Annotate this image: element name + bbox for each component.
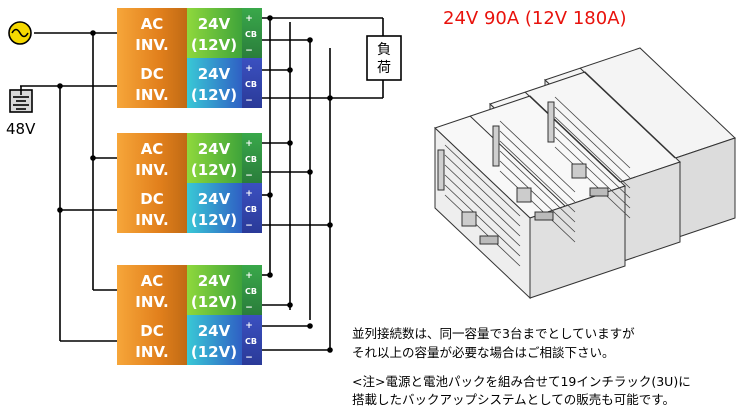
dc-inverter-2: DC INV.: [117, 183, 187, 233]
load-box: 負 荷: [366, 35, 402, 81]
dc-output-1-line2: (12V): [191, 86, 237, 104]
ac-inverter-1: AC INV.: [117, 8, 187, 58]
dc-output-1-line1: 24V: [198, 65, 231, 83]
dc-breaker-3-minus: −: [245, 353, 253, 363]
note-line-3: <注>電源と電池パックを組み合せて19インチラック(3U)に: [352, 374, 691, 389]
dc-output-3-line1: 24V: [198, 322, 231, 340]
ac-output-2: 24V (12V): [187, 133, 242, 183]
dc-inverter-1-line2: INV.: [135, 86, 169, 104]
ac-inverter-3-line1: AC: [141, 272, 164, 290]
ac-output-3-line1: 24V: [198, 272, 231, 290]
battery-icon: [9, 86, 33, 113]
dc-inverter-3-line1: DC: [140, 322, 163, 340]
battery-voltage-label: 48V: [6, 120, 36, 138]
rack-unit-illustration: [434, 47, 736, 300]
dc-output-3: 24V (12V): [187, 315, 242, 365]
junction-dots: [57, 15, 333, 353]
dc-inverter-3-line2: INV.: [135, 343, 169, 361]
ac-inverter-2-line1: AC: [141, 140, 164, 158]
ac-source-icon: [8, 21, 32, 45]
ac-output-1-line2: (12V): [191, 36, 237, 54]
ac-breaker-2-cb: CB: [245, 155, 257, 164]
ac-breaker-2: + CB −: [242, 133, 262, 183]
load-label-line2: 荷: [377, 60, 391, 76]
ac-inverter-2: AC INV.: [117, 133, 187, 183]
dc-inverter-1: DC INV.: [117, 58, 187, 108]
dc-breaker-2-cb: CB: [245, 205, 257, 214]
dc-inverter-1-line1: DC: [140, 65, 163, 83]
ac-breaker-3-cb: CB: [245, 287, 257, 296]
system-rating-title: 24V 90A (12V 180A): [443, 8, 627, 29]
ac-inverter-1-line1: AC: [141, 15, 164, 33]
ac-breaker-3-plus: +: [245, 271, 253, 281]
ac-breaker-1: + CB −: [242, 8, 262, 58]
dc-breaker-2: + CB −: [242, 183, 262, 233]
dc-breaker-2-plus: +: [245, 189, 253, 199]
dc-breaker-3-cb: CB: [245, 337, 257, 346]
dc-inverter-3: DC INV.: [117, 315, 187, 365]
ac-inverter-3: AC INV.: [117, 265, 187, 315]
dc-breaker-1-plus: +: [245, 64, 253, 74]
dc-output-3-line2: (12V): [191, 343, 237, 361]
ac-breaker-2-plus: +: [245, 139, 253, 149]
ac-inverter-2-line2: INV.: [135, 161, 169, 179]
ac-breaker-3: + CB −: [242, 265, 262, 315]
ac-output-1-line1: 24V: [198, 15, 231, 33]
ac-breaker-3-minus: −: [245, 303, 253, 313]
ac-inverter-1-line2: INV.: [135, 36, 169, 54]
ac-output-3-line2: (12V): [191, 293, 237, 311]
dc-inverter-2-line1: DC: [140, 190, 163, 208]
dc-output-2: 24V (12V): [187, 183, 242, 233]
note-line-2: それ以上の容量が必要な場合はご相談下さい。: [352, 345, 615, 360]
ac-breaker-1-plus: +: [245, 14, 253, 24]
dc-output-2-line1: 24V: [198, 190, 231, 208]
dc-breaker-3: + CB −: [242, 315, 262, 365]
ac-output-3: 24V (12V): [187, 265, 242, 315]
dc-inverter-2-line2: INV.: [135, 211, 169, 229]
load-label-line1: 負: [377, 42, 391, 58]
dc-output-2-line2: (12V): [191, 211, 237, 229]
ac-output-2-line2: (12V): [191, 161, 237, 179]
ac-breaker-1-cb: CB: [245, 30, 257, 39]
note-line-4: 搭載したバックアップシステムとしての販売も可能です。: [352, 392, 676, 407]
dc-breaker-1-cb: CB: [245, 80, 257, 89]
ac-inverter-3-line2: INV.: [135, 293, 169, 311]
dc-breaker-2-minus: −: [245, 221, 253, 231]
dc-output-1: 24V (12V): [187, 58, 242, 108]
dc-breaker-1: + CB −: [242, 58, 262, 108]
dc-breaker-3-plus: +: [245, 321, 253, 331]
ac-output-1: 24V (12V): [187, 8, 242, 58]
ac-breaker-1-minus: −: [245, 46, 253, 56]
note-line-1: 並列接続数は、同一容量で3台までとしていますが: [352, 326, 635, 341]
dc-breaker-1-minus: −: [245, 96, 253, 106]
ac-output-2-line1: 24V: [198, 140, 231, 158]
ac-breaker-2-minus: −: [245, 171, 253, 181]
